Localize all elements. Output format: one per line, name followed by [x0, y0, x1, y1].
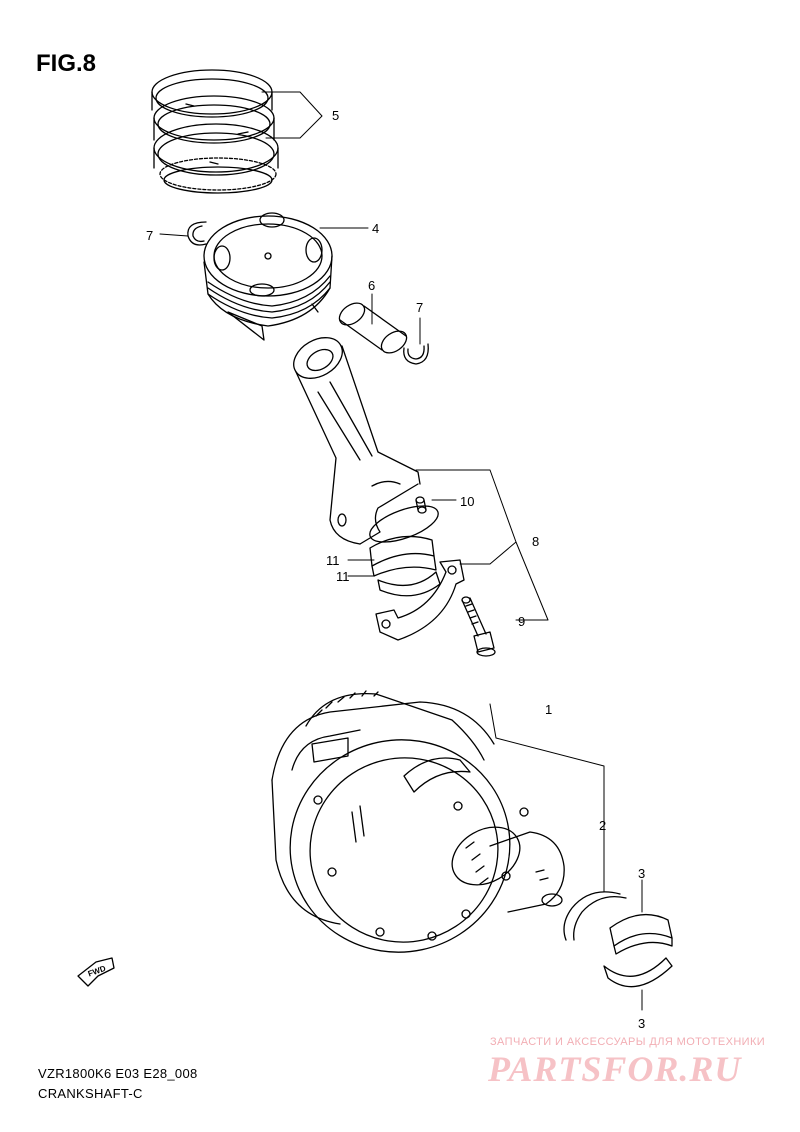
- callout-4: 4: [372, 221, 379, 236]
- callout-1: 1: [545, 702, 552, 717]
- fwd-arrow-icon: FWD: [77, 957, 115, 987]
- callout-11-upper: 11: [326, 553, 340, 568]
- callout-6: 6: [368, 278, 375, 293]
- callout-9: 9: [518, 614, 525, 629]
- watermark-subtitle: ЗАПЧАСТИ И АКСЕССУАРЫ ДЛЯ МОТОТЕХНИКИ: [490, 1036, 766, 1048]
- callout-labels: 5 4 7 6 7 10 8 11 11 9 1 2 3 3: [146, 108, 645, 1031]
- callout-7-right: 7: [416, 300, 423, 315]
- crank-bearings: [603, 914, 673, 988]
- callout-3-upper: 3: [638, 866, 645, 881]
- callout-10: 10: [460, 494, 474, 509]
- piston-pin: [338, 302, 408, 354]
- connecting-rod: [293, 337, 439, 545]
- callout-8: 8: [532, 534, 539, 549]
- callout-11-lower: 11: [336, 569, 350, 584]
- dowel-pin: [415, 496, 427, 514]
- rod-cap: [375, 559, 465, 641]
- footer-part-name: CRANKSHAFT-C: [38, 1086, 143, 1101]
- callout-2: 2: [599, 818, 606, 833]
- piston-rings: [151, 69, 279, 194]
- footer-model-code: VZR1800K6 E03 E28_008: [38, 1066, 198, 1081]
- crankshaft: [271, 690, 565, 953]
- cap-bolt: [461, 596, 496, 657]
- callout-7-left: 7: [146, 228, 153, 243]
- thrust-washer: [563, 891, 627, 941]
- watermark-logo: PARTSFOR.RU: [488, 1049, 742, 1089]
- piston: [203, 212, 333, 341]
- figure-title: FIG.8: [36, 50, 97, 77]
- bearing-shells: [369, 535, 441, 597]
- leader-lines: [159, 91, 643, 1011]
- callout-3-lower: 3: [638, 1016, 645, 1031]
- callout-5: 5: [332, 108, 339, 123]
